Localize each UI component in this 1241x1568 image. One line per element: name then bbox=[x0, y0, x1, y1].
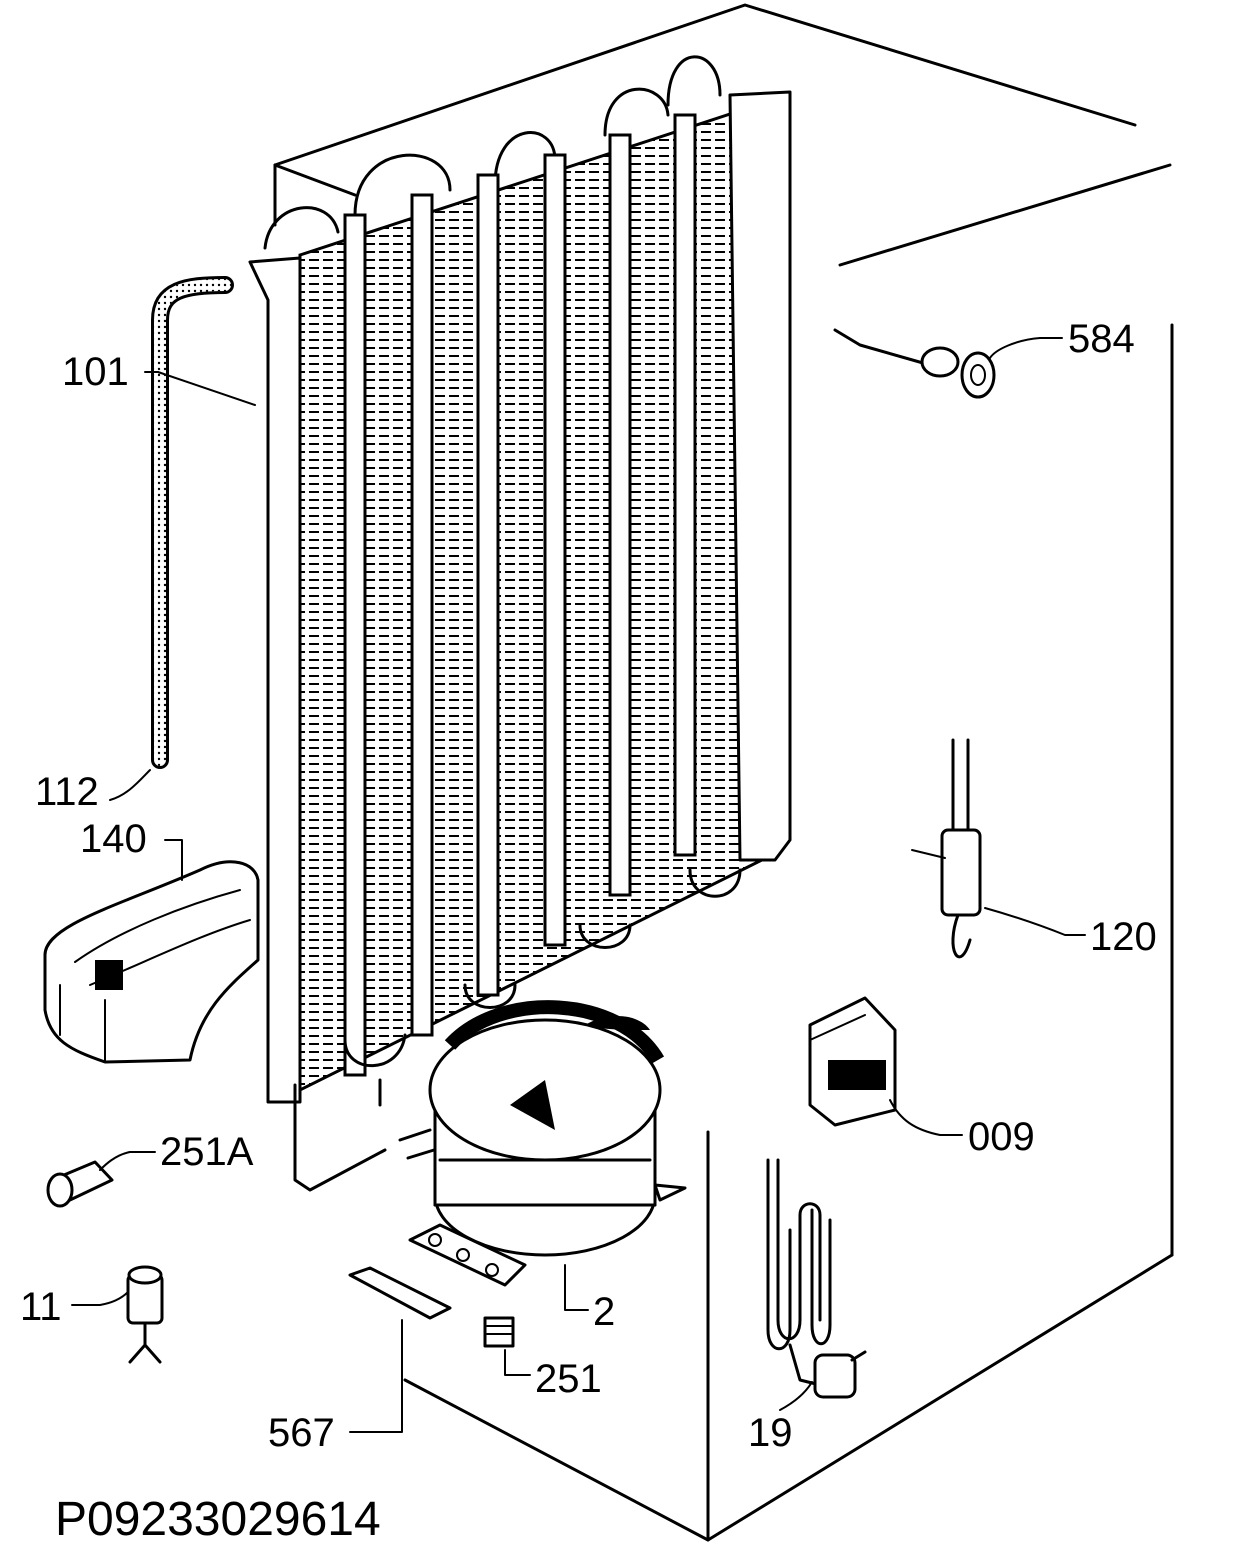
part-label-140: 140 bbox=[80, 817, 147, 861]
part-label-19: 19 bbox=[748, 1411, 793, 1455]
part-label-11: 11 bbox=[20, 1285, 62, 1329]
part-label-009: 009 bbox=[968, 1115, 1035, 1159]
part-label-251a: 251A bbox=[160, 1130, 254, 1174]
part-label-567: 567 bbox=[268, 1411, 335, 1455]
starter-relay bbox=[911, 738, 982, 959]
diagram-id: P09233029614 bbox=[55, 1493, 381, 1546]
cabinet-outline bbox=[273, 3, 1174, 1542]
temperature-sensor bbox=[833, 328, 996, 399]
part-label-251: 251 bbox=[535, 1357, 602, 1401]
part-label-584: 584 bbox=[1068, 317, 1135, 361]
compressor bbox=[398, 1000, 687, 1287]
rubber-grommet bbox=[483, 1316, 515, 1348]
grommet-sleeve bbox=[46, 1160, 114, 1208]
part-label-2: 2 bbox=[593, 1290, 615, 1334]
drain-hose bbox=[151, 276, 234, 769]
overload-protector bbox=[808, 996, 897, 1127]
part-label-101: 101 bbox=[62, 350, 129, 394]
condenser bbox=[248, 55, 792, 1192]
mounting-bracket bbox=[348, 1266, 452, 1320]
part-label-120: 120 bbox=[1090, 915, 1157, 959]
part-label-112: 112 bbox=[35, 770, 99, 814]
evaporation-tray bbox=[43, 860, 260, 1064]
leader-lines bbox=[71, 337, 1086, 1433]
power-cord bbox=[766, 1158, 867, 1399]
valve bbox=[126, 1265, 164, 1364]
